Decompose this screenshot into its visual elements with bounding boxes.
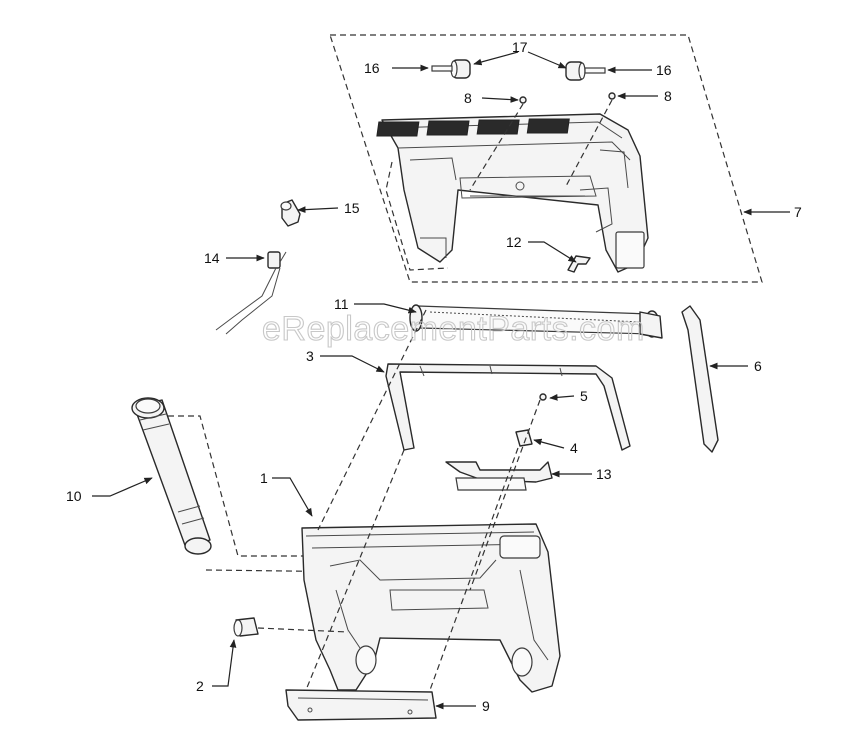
alignment-lines-dashed (305, 309, 541, 691)
callout-4: 4 (570, 440, 578, 456)
knob-path-dashed (257, 627, 349, 633)
wiring-guide-dashed (385, 161, 449, 271)
knob-part-2 (233, 617, 259, 637)
callout-11: 11 (334, 296, 349, 312)
screw-part-8-left (469, 96, 527, 191)
base-part-1 (301, 523, 561, 693)
callout-8-left: 8 (464, 90, 472, 106)
callout-7: 7 (794, 204, 802, 220)
callout-labels: 16 17 16 8 8 7 15 14 12 11 3 6 5 4 13 10… (66, 39, 802, 714)
clip-part-4 (515, 429, 533, 447)
callout-1: 1 (260, 470, 268, 486)
screw-part-8-right (564, 92, 616, 189)
brushroll-part-11 (409, 304, 663, 339)
callout-5: 5 (580, 388, 588, 404)
callout-12: 12 (506, 234, 522, 250)
hose-part-10 (131, 397, 212, 555)
upper-housing-part-7 (376, 113, 649, 273)
assembly-7-boundary (329, 34, 763, 283)
callout-3: 3 (306, 348, 314, 364)
axle-part-16-right (584, 67, 606, 74)
callout-15: 15 (344, 200, 360, 216)
front-bumper-part-9 (285, 689, 437, 721)
callout-9: 9 (482, 698, 490, 714)
callout-6: 6 (754, 358, 762, 374)
hose-path-dashed (168, 415, 371, 573)
watermark-text: eReplacementParts.com (262, 310, 645, 348)
brush-bracket-part-3 (385, 363, 631, 451)
axle-part-16-left (431, 65, 453, 72)
plate-part-13 (445, 461, 553, 491)
bumper-strip-part-6 (681, 305, 719, 453)
light-bulb-part-15 (280, 199, 301, 227)
callout-17: 17 (512, 39, 528, 55)
wheel-part-17-right (565, 61, 586, 81)
callout-2: 2 (196, 678, 204, 694)
callout-10: 10 (66, 488, 82, 504)
bulb-socket-part-14 (215, 251, 287, 335)
callout-16-right: 16 (656, 62, 672, 78)
screw-part-5 (539, 393, 547, 401)
callout-8-right: 8 (664, 88, 672, 104)
leader-lines (92, 51, 790, 710)
callout-13: 13 (596, 466, 612, 482)
callout-16-left: 16 (364, 60, 380, 76)
callout-14: 14 (204, 250, 220, 266)
wheel-part-17-left (450, 59, 471, 79)
